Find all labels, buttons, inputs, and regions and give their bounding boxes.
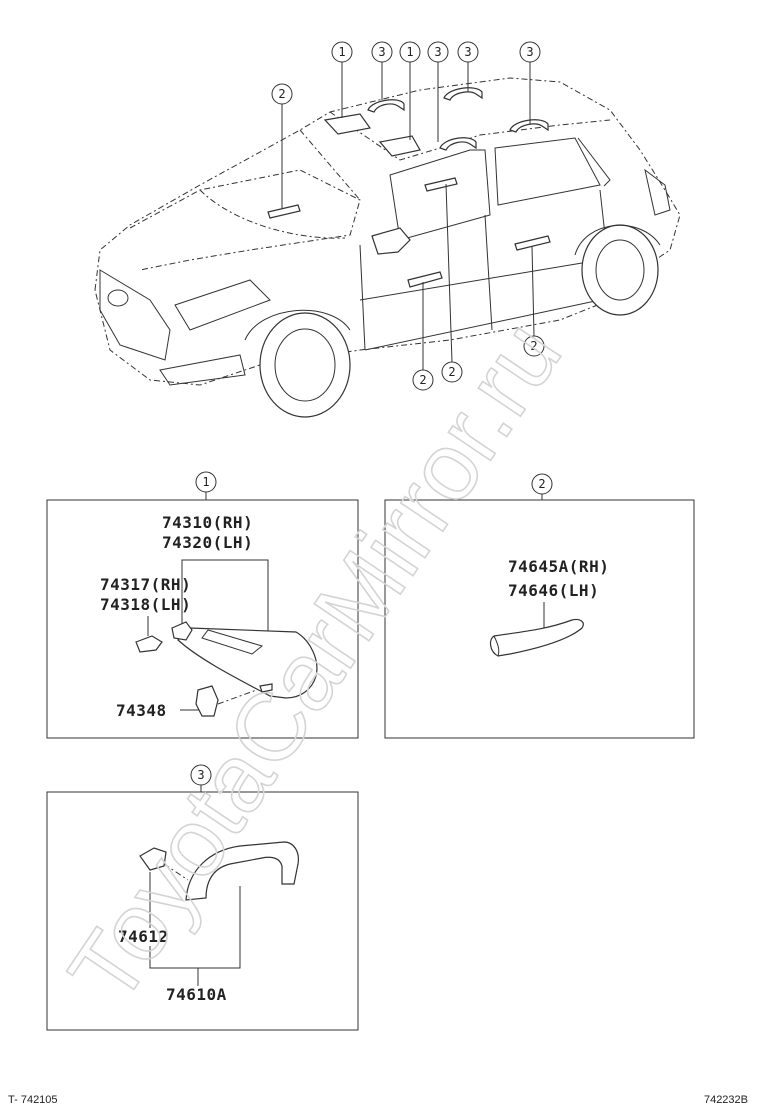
assist-grip-illustration xyxy=(489,618,584,657)
svg-text:1: 1 xyxy=(406,45,413,59)
panel-2-label: 2 xyxy=(538,477,545,491)
svg-text:3: 3 xyxy=(464,45,471,59)
panel-2-frame xyxy=(384,499,695,739)
svg-text:2: 2 xyxy=(278,87,285,101)
svg-text:2: 2 xyxy=(530,339,537,353)
panel-roof-grip: 3 74612 74610A xyxy=(46,764,359,1031)
part-74348[interactable]: 74348 xyxy=(116,701,167,720)
svg-text:3: 3 xyxy=(434,45,441,59)
callout-assist-grip-front[interactable]: 2 xyxy=(271,83,293,208)
callout-roof-grip-1[interactable]: 3 xyxy=(371,41,393,100)
part-74318[interactable]: 74318(LH) xyxy=(100,595,191,614)
callout-door-handle-rear[interactable]: 2 xyxy=(523,245,545,357)
panel-1-label: 1 xyxy=(202,475,209,489)
car-illustration xyxy=(94,77,681,418)
svg-text:1: 1 xyxy=(338,45,345,59)
callout-sun-visor-right[interactable]: 1 xyxy=(399,41,421,140)
car-callouts: 1 3 1 3 3 3 2 xyxy=(271,41,545,391)
callout-door-grip-front[interactable]: 2 xyxy=(441,183,463,383)
part-74645A[interactable]: 74645A(RH) xyxy=(508,557,609,576)
panel-3-frame xyxy=(46,791,359,1031)
part-74610A[interactable]: 74610A xyxy=(166,985,227,1004)
panel-sun-visor: 1 74310(RH) 74320(LH) 74317(RH) 74318(LH… xyxy=(46,471,359,739)
svg-text:3: 3 xyxy=(378,45,385,59)
footer-right-code: 742232B xyxy=(704,1094,748,1106)
panel-assist-grip: 2 74645A(RH) 74646(LH) xyxy=(384,473,695,739)
part-74320[interactable]: 74320(LH) xyxy=(162,533,253,552)
panel-1-frame xyxy=(46,499,359,739)
svg-text:2: 2 xyxy=(448,365,455,379)
callout-roof-grip-2[interactable]: 3 xyxy=(427,41,449,142)
panel-3-label: 3 xyxy=(197,768,204,782)
part-74646[interactable]: 74646(LH) xyxy=(508,581,599,600)
callout-roof-grip-4[interactable]: 3 xyxy=(519,41,541,124)
part-74310[interactable]: 74310(RH) xyxy=(162,513,253,532)
callout-roof-grip-3[interactable]: 3 xyxy=(457,41,479,92)
callout-sun-visor-left[interactable]: 1 xyxy=(331,41,353,118)
footer-left-code: T- 742105 xyxy=(8,1094,58,1106)
sun-visor-illustration xyxy=(135,621,318,717)
svg-text:2: 2 xyxy=(419,373,426,387)
callout-door-handle-front[interactable]: 2 xyxy=(412,282,434,391)
part-74612[interactable]: 74612 xyxy=(118,927,169,946)
roof-grip-illustration xyxy=(139,841,299,901)
svg-text:3: 3 xyxy=(526,45,533,59)
part-74317[interactable]: 74317(RH) xyxy=(100,575,191,594)
